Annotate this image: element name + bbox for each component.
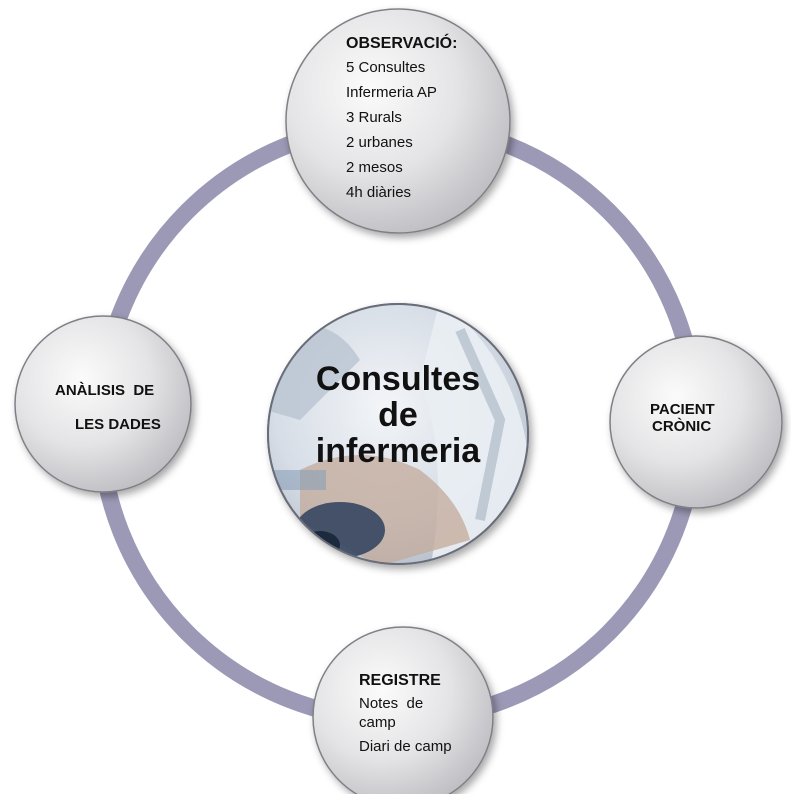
center-title-line-1: Consultes (315, 360, 481, 398)
bottom-node-text: REGISTRE Notes de camp Diari de camp (359, 670, 499, 762)
top-node-line: 5 Consultes (346, 59, 426, 76)
right-node-line: PACIENT (650, 401, 715, 418)
right-node-line: CRÒNIC (652, 418, 712, 435)
right-node-text: PACIENT CRÒNIC (650, 401, 780, 435)
center-title-line-2: de (378, 396, 418, 434)
bottom-node-line: Diari de camp (359, 738, 452, 755)
bottom-node-line: camp (359, 714, 396, 731)
top-node-line: 3 Rurals (346, 109, 402, 126)
right-node-circle (609, 335, 783, 509)
bottom-node-circle (312, 626, 494, 794)
bottom-node-heading: REGISTRE (359, 672, 441, 689)
top-node-line: Infermeria AP (346, 84, 437, 101)
top-node-circle (285, 8, 511, 234)
left-node-text: ANÀLISIS DE LES DADES (55, 374, 205, 442)
top-node-line: 4h diàries (346, 184, 412, 201)
top-node-line: 2 urbanes (346, 134, 413, 151)
left-node-line: LES DADES (75, 416, 161, 433)
top-node-text: OBSERVACIÓ: 5 Consultes Infermeria AP 3 … (346, 33, 496, 205)
left-node-line: ANÀLISIS DE (55, 382, 155, 399)
center-title: Consultes de infermeria (288, 361, 508, 469)
bottom-node-line: Notes de (359, 695, 424, 712)
center-title-line-3: infermeria (315, 432, 481, 470)
left-node-circle (14, 315, 192, 493)
top-node-line: 2 mesos (346, 159, 403, 176)
top-node-heading: OBSERVACIÓ: (346, 35, 458, 52)
